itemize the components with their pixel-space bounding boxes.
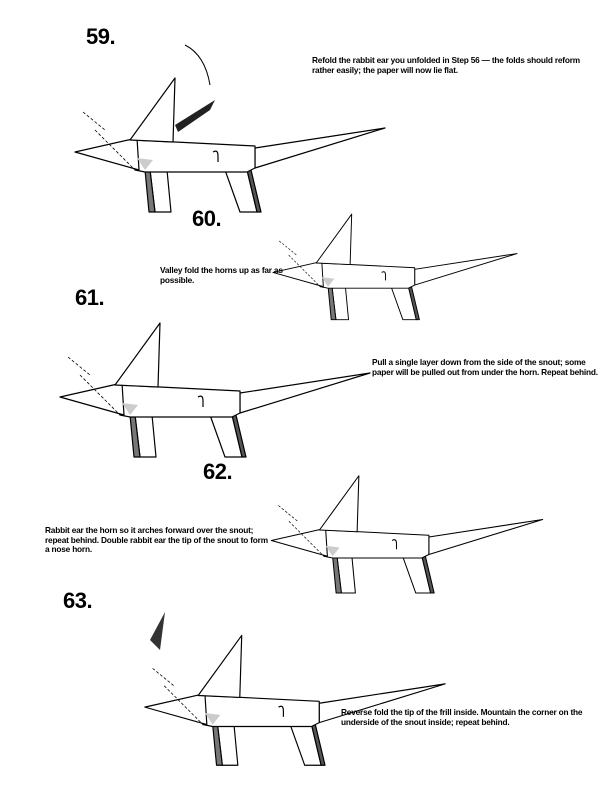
- step-59-diagram: [74, 44, 386, 213]
- step-instruction: Pull a single layer down from the side o…: [372, 357, 598, 377]
- step-number: 60.: [192, 206, 222, 231]
- step-instruction: Rabbit ear the horn so it arches forward…: [45, 525, 268, 554]
- step-instruction: Valley fold the horns up as far as possi…: [160, 265, 283, 285]
- step-number: 61.: [75, 285, 105, 310]
- step-62-diagram: [270, 475, 544, 594]
- step-number: 62.: [203, 459, 233, 484]
- step-61-diagram: [59, 322, 371, 458]
- step-number: 59.: [86, 24, 116, 49]
- step-instruction: Refold the rabbit ear you unfolded in St…: [312, 55, 580, 75]
- step-instruction: Reverse fold the tip of the frill inside…: [341, 707, 583, 727]
- step-number: 63.: [63, 588, 93, 613]
- step-63-diagram: [144, 612, 446, 766]
